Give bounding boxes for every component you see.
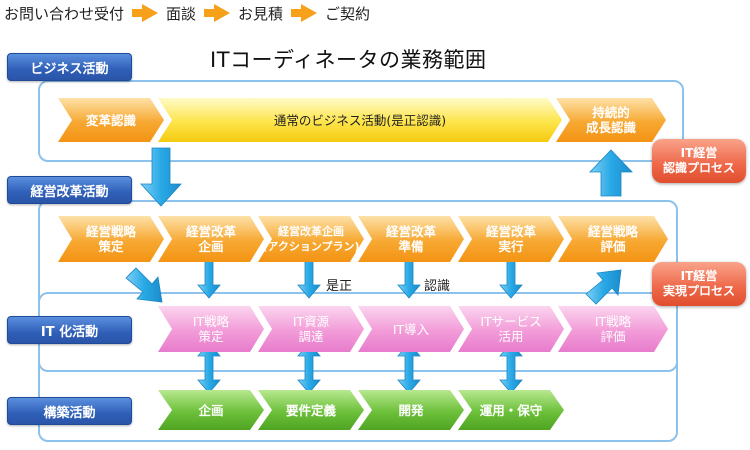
down-arrow (140, 147, 182, 207)
label-business: ビジネス活動 (7, 53, 132, 81)
chevron-build-requirements: 要件定義 (258, 390, 364, 430)
flow-step-inquiry: お問い合わせ受付 (4, 4, 125, 23)
chevron-reform-preparation: 経営改革 準備 (358, 216, 464, 262)
annotation-correct: 是正 (326, 279, 353, 294)
chevron-sustainable-growth: 持続的 成長認識 (556, 98, 666, 142)
chevron-it-strategy: IT戦略 策定 (158, 306, 264, 352)
chevron-reform-evaluation: 経営戦略 評価 (558, 216, 668, 262)
double-arrows-lower (197, 342, 523, 394)
badge-it-recognition-process: IT経営 認識プロセス (652, 139, 746, 183)
flow-step-interview: 面談 (166, 4, 197, 23)
flow-step-estimate: お見積 (238, 4, 284, 23)
chevron-build-operation: 運用・保守 (458, 390, 564, 430)
chevron-normal-business: 通常のビジネス活動(是正認識) (158, 98, 562, 142)
arrow-right-icon (132, 4, 159, 22)
label-it: IT 化活動 (7, 316, 132, 344)
label-reform: 経営改革活動 (7, 176, 132, 204)
label-build: 構築活動 (7, 397, 132, 425)
badge-it-realization-process: IT経営 実現プロセス (652, 262, 746, 306)
chevron-reform-action-plan: 経営改革企画 (アクションプラン) (258, 216, 364, 262)
chevron-reform-execution: 経営改革 実行 (458, 216, 564, 262)
chevron-build-development: 開発 (358, 390, 464, 430)
chevron-it-introduction: IT導入 (358, 306, 464, 352)
diagonal-down-arrow (125, 267, 163, 303)
chevron-it-service: ITサービス 活用 (458, 306, 564, 352)
chevron-change-recognition: 変革認識 (58, 98, 164, 142)
arrow-right-icon (204, 4, 231, 22)
chevron-reform-strategy: 経営戦略 策定 (58, 216, 164, 262)
arrow-right-icon (291, 4, 318, 22)
it-frame (38, 292, 678, 442)
flow-step-contract: ご契約 (325, 4, 371, 23)
page-title: ITコーディネータの業務範囲 (210, 48, 487, 72)
chevron-it-evaluation: IT戦略 評価 (558, 306, 668, 352)
up-arrow (589, 149, 633, 197)
chevron-build-planning: 企画 (158, 390, 264, 430)
process-flow: お問い合わせ受付 面談 お見積 ご契約 (4, 2, 376, 24)
chevron-reform-planning: 経営改革 企画 (158, 216, 264, 262)
diagonal-up-arrow (585, 269, 622, 305)
business-frame (38, 80, 684, 162)
annotation-recognize: 認識 (424, 279, 451, 294)
chevron-it-procurement: IT資源 調達 (258, 306, 364, 352)
